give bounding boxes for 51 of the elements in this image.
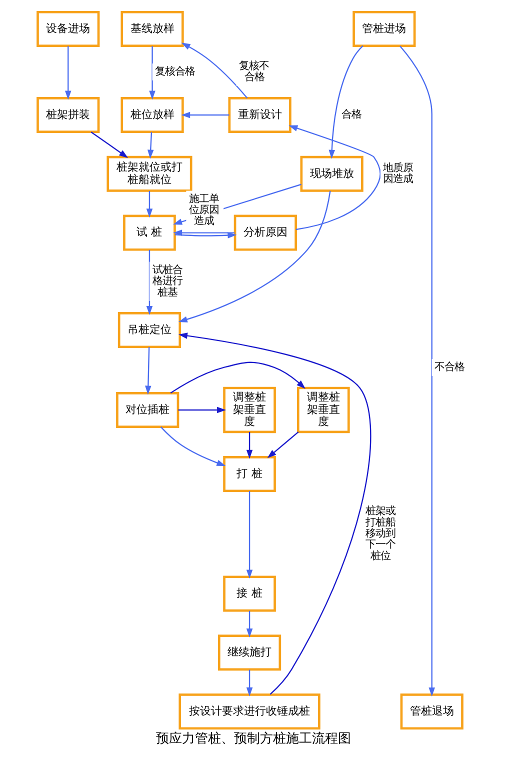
- edge-label: 桩架或打桩船移动到下一个桩位: [365, 505, 396, 562]
- node-box: 打 桩: [223, 456, 276, 492]
- arrow: [328, 45, 364, 159]
- caption: 预应力管桩、预制方桩施工流程图: [156, 732, 351, 747]
- node-box: 桩位放样: [120, 96, 184, 133]
- node-box: 接 桩: [223, 576, 276, 612]
- arrow: [170, 362, 306, 394]
- edge-label: 地质原因造成: [383, 162, 414, 186]
- node-box: 桩架拼装: [36, 96, 100, 133]
- node-box: 试 桩: [123, 214, 176, 251]
- arrow: [174, 232, 237, 238]
- arrow: [246, 491, 253, 579]
- node-box: 桩架就位或打桩船就位: [106, 156, 192, 192]
- arrow: [147, 132, 154, 159]
- node-box: 调整桩架垂直度: [296, 386, 350, 434]
- node-box: 管桩退场: [400, 694, 464, 730]
- edge-label: 复核不合格: [239, 60, 270, 84]
- node-box: 按设计要求进行收锤成桩: [178, 694, 320, 730]
- arrow: [173, 230, 235, 236]
- arrow: [178, 332, 372, 695]
- arrow: [246, 610, 253, 638]
- arrow: [267, 432, 299, 458]
- node-box: 基线放样: [120, 10, 184, 47]
- edge-label: 复核合格: [155, 66, 196, 78]
- arrow: [145, 347, 152, 395]
- arrow: [146, 191, 153, 218]
- node-box: 现场堆放: [300, 156, 364, 192]
- arrow: [90, 132, 128, 158]
- edge-label: 试桩合格进行桩基: [152, 264, 182, 298]
- arrow: [181, 112, 230, 118]
- node-box: 设备进场: [36, 10, 100, 47]
- node-box: 重新设计: [228, 96, 292, 133]
- node-box: 调整桩架垂直度: [223, 386, 276, 434]
- arrow: [400, 46, 435, 696]
- node-box: 分析原因: [234, 214, 297, 251]
- node-box: 继续施打: [218, 634, 282, 671]
- arrow: [246, 670, 253, 696]
- arrow: [181, 42, 248, 99]
- edge-label: 合格: [342, 108, 362, 121]
- edge-label: 施工单位原因造成: [188, 192, 219, 228]
- arrow: [178, 406, 226, 414]
- node-box: 对位插桩: [116, 392, 180, 428]
- arrow: [246, 432, 253, 459]
- arrow: [149, 46, 156, 100]
- node-box: 吊桩定位: [118, 312, 182, 348]
- arrow: [146, 250, 153, 315]
- arrow: [160, 426, 226, 466]
- edge-label: 不合格: [434, 361, 465, 374]
- node-box: 管桩进场: [352, 10, 416, 47]
- arrow: [288, 125, 381, 230]
- arrow: [64, 46, 72, 100]
